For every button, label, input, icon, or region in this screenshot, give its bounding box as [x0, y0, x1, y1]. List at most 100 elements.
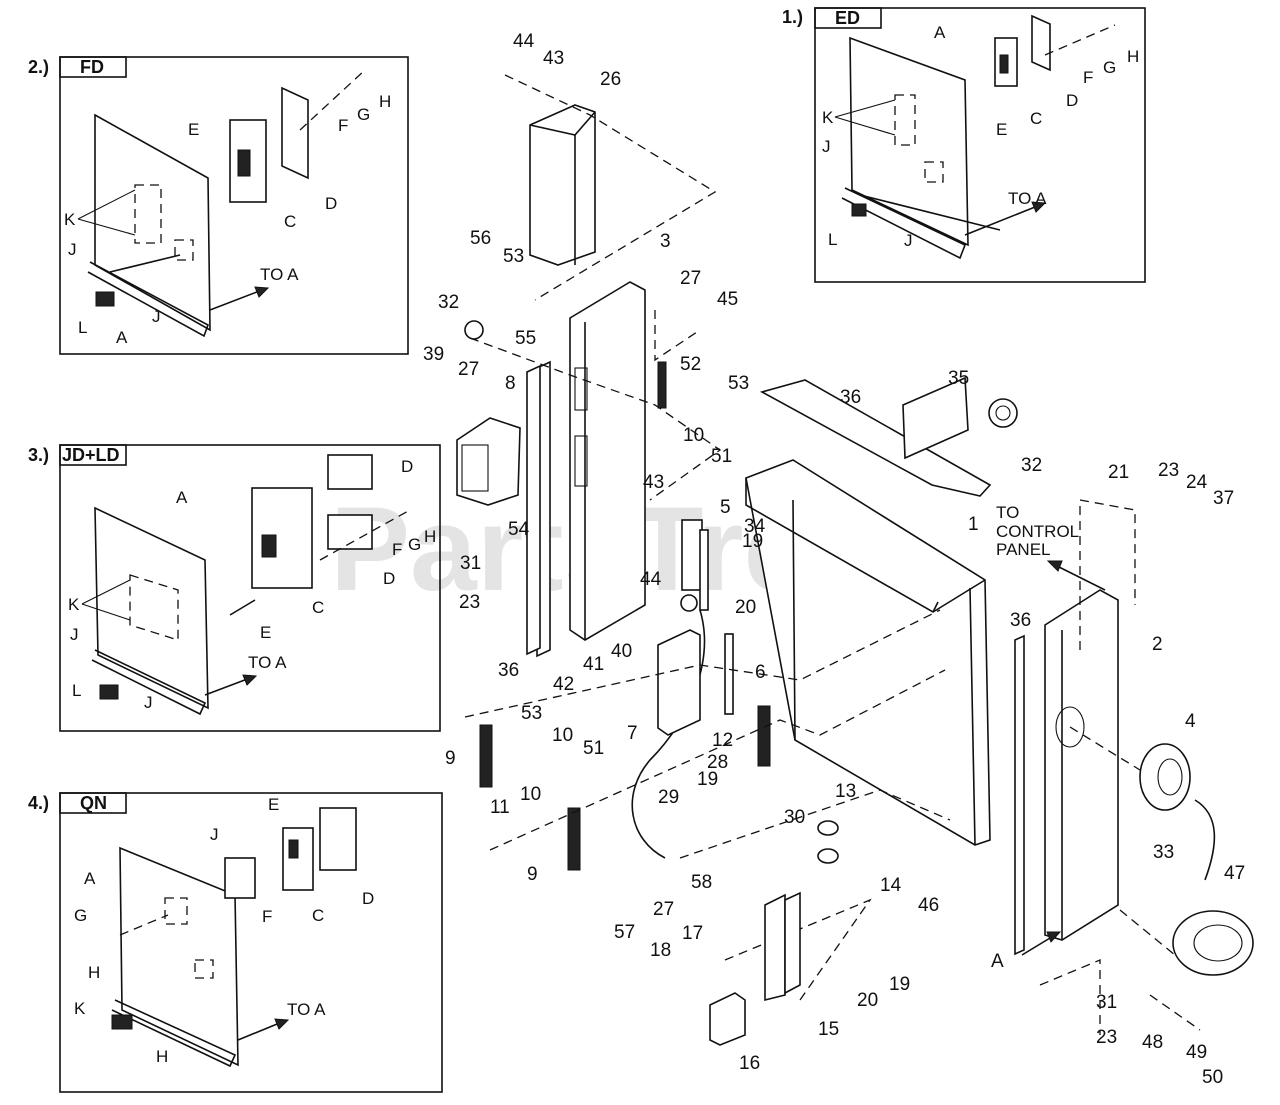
inset-qn-cutout-2	[194, 959, 214, 979]
inset-qn-panel	[119, 846, 239, 1067]
inset-ed-label-c: C	[1030, 109, 1042, 128]
inset-jdld-label-h: H	[424, 527, 436, 546]
callout-12: 12	[712, 730, 733, 751]
inset-qn-label-d: D	[362, 889, 374, 908]
callout-29: 29	[658, 787, 679, 808]
callout-19: 19	[697, 769, 718, 790]
inset-ed-label-g: G	[1103, 58, 1116, 77]
part-5-wire	[631, 609, 706, 859]
inset-qn-label-g: G	[74, 906, 87, 925]
guide-3	[469, 337, 722, 501]
inset-fd-leader	[109, 254, 181, 273]
part-52-terminals	[657, 361, 667, 409]
inset-qn-label-f: F	[262, 907, 272, 926]
part-7-bracket	[657, 629, 701, 736]
callout-14: 14	[880, 875, 902, 896]
part-1-corner	[932, 601, 939, 613]
guide-47	[1119, 909, 1176, 956]
inset-fd-arrowhead	[254, 286, 270, 298]
callout-layer: 4443263565332274555392785253105136353243…	[423, 31, 1245, 1088]
callout-39: 39	[423, 344, 444, 365]
inset-fd: 2.) FD A K J J L C D E F G H TO A	[28, 56, 409, 355]
callout-10: 10	[520, 784, 541, 805]
part-15-bracket-b	[784, 891, 801, 995]
part-9-terminals-bottom	[567, 807, 581, 871]
inset-fd-label-l: L	[78, 318, 87, 337]
inset-jdld-breaker	[251, 487, 313, 589]
callout-13: 13	[835, 781, 856, 802]
callout-52: 52	[680, 354, 701, 375]
inset-ed-panel	[849, 36, 969, 247]
callout-54: 54	[508, 519, 530, 540]
callout-16: 16	[739, 1053, 760, 1074]
part-2-knockout	[1055, 706, 1085, 748]
guide-48	[1149, 994, 1201, 1031]
callout-33: 33	[1153, 842, 1174, 863]
inset-ed-label-a: A	[934, 23, 946, 42]
guide-top	[504, 74, 717, 301]
inset-qn-number: 4.)	[28, 793, 49, 813]
callout-31: 31	[460, 553, 481, 574]
callout-24: 24	[1186, 472, 1208, 493]
inset-fd-label-h: H	[379, 92, 391, 111]
callout-7: 7	[627, 723, 638, 744]
part-1-side	[792, 499, 796, 741]
callout-9: 9	[527, 864, 538, 885]
inset-qn-label-h: H	[88, 963, 100, 982]
callout-32: 32	[1021, 455, 1042, 476]
part-47-ring	[1172, 910, 1254, 976]
callout-30: 30	[784, 807, 805, 828]
callout-27: 27	[458, 359, 479, 380]
inset-jdld-axis	[319, 509, 411, 561]
part-26-enclosure	[529, 104, 596, 266]
inset-jdld-label-g: G	[408, 535, 421, 554]
inset-jdld-label-j: J	[70, 625, 79, 644]
guide-control	[1079, 499, 1136, 650]
inset-jdld-label-f: F	[392, 540, 402, 559]
callout-40: 40	[611, 641, 632, 662]
inset-fd-number: 2.)	[28, 57, 49, 77]
part-35-panel	[902, 376, 969, 460]
callout-5: 5	[720, 497, 731, 518]
callout-43: 43	[543, 48, 564, 69]
main-assembly	[456, 74, 1254, 1046]
inset-qn-label-a: A	[84, 869, 96, 888]
inset-jdld-to-a: TO A	[248, 653, 287, 672]
inset-fd-to-a: TO A	[260, 265, 299, 284]
inset-qn-label-h2: H	[156, 1047, 168, 1066]
callout-36: 36	[498, 660, 519, 681]
inset-qn-arrow	[237, 1021, 283, 1041]
inset-ed-label-l: L	[828, 230, 837, 249]
inset-ed-k-leader-2	[834, 116, 896, 136]
inset-qn-label-plate	[111, 1014, 133, 1030]
callout-35: 35	[948, 368, 969, 389]
inset-jdld-k-leader-2	[81, 603, 131, 621]
inset-jdld-panel	[94, 506, 209, 710]
inset-fd-label-g: G	[357, 105, 370, 124]
inset-fd-k-leader-2	[77, 218, 136, 236]
part-14-stud-2	[817, 848, 839, 864]
part-33-conduit	[1194, 799, 1216, 881]
inset-ed-tab	[814, 7, 882, 29]
inset-ed-label-plate	[851, 203, 867, 217]
inset-fd-label-f: F	[338, 116, 348, 135]
part-3-slot	[574, 367, 588, 411]
callout-8: 8	[505, 373, 516, 394]
inset-jdld-label-plate	[99, 684, 119, 700]
callout-10: 10	[552, 725, 573, 746]
to-control-panel-1: TO	[996, 503, 1019, 522]
part-14-stud	[817, 820, 839, 836]
callout-23: 23	[1096, 1027, 1117, 1048]
callout-19: 19	[742, 531, 763, 552]
callout-9: 9	[445, 748, 456, 769]
callout-49: 49	[1186, 1042, 1207, 1063]
inset-ed-label-h: H	[1127, 47, 1139, 66]
inset-ed-label-e: E	[996, 120, 1007, 139]
callout-11: 11	[490, 797, 510, 818]
inset-fd-label-j2: J	[152, 307, 161, 326]
inset-jdld: 3.) JD+LD A K J J L C D D E F G H TO A	[28, 444, 441, 732]
inset-fd-label-e: E	[188, 120, 199, 139]
inset-jdld-label-l: L	[72, 681, 81, 700]
inset-jdld-label-c: C	[312, 598, 324, 617]
part-2-side-panel	[1044, 589, 1119, 941]
